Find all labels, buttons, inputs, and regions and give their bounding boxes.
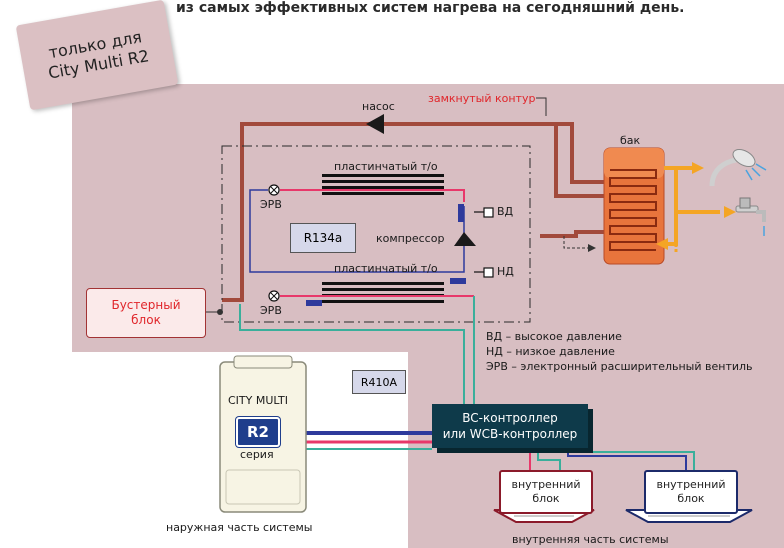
nd-label: НД [497, 265, 514, 278]
booster-boundary [221, 145, 531, 323]
legend-vd: ВД – высокое давление [486, 330, 622, 343]
water-loop [222, 122, 606, 302]
erv-valve-top [268, 184, 280, 196]
r2-label: R2 [247, 423, 269, 441]
plate-hx-bottom-label: пластинчатый т/о [334, 262, 438, 275]
r134a-label: R134a [303, 231, 343, 245]
pressure-sensor-nd [474, 267, 494, 278]
outdoor-brand: CITY MULTI [228, 394, 288, 407]
pump-arrow [366, 114, 384, 134]
indoor-caption: внутренняя часть системы [512, 533, 669, 546]
r134a-box: R134a [290, 223, 356, 253]
indoor-pipes [529, 448, 695, 470]
tank-label: бак [620, 134, 641, 147]
header-text: из самых эффективных систем нагрева на с… [176, 0, 685, 16]
tap-icon [735, 197, 766, 236]
indoor-2-line-1: внутренний [656, 478, 726, 491]
teal-line-booster [239, 304, 465, 404]
booster-block: Бустерный блок [86, 288, 206, 338]
r410a-box: R410A [352, 370, 406, 394]
small-arrow-icon [563, 236, 596, 252]
closed-loop-pointer [536, 97, 547, 116]
r2-badge: R2 [236, 417, 280, 447]
erv-valve-bottom [268, 290, 280, 302]
indoor-1-line-1: внутренний [511, 478, 581, 491]
vd-label: ВД [497, 205, 514, 218]
outdoor-caption: наружная часть системы [166, 521, 313, 534]
plate-hx-top-label: пластинчатый т/о [334, 160, 438, 173]
controller-line-1: BC-контроллер [462, 411, 558, 425]
pressure-sensor-vd [474, 207, 494, 218]
compressor-icon [464, 232, 476, 246]
legend-nd: НД – низкое давление [486, 345, 615, 358]
booster-line-2: блок [131, 313, 161, 327]
indoor-unit-2: внутренний блок [644, 470, 738, 514]
indoor-1-line-2: блок [532, 492, 560, 505]
erv-bottom-label: ЭРВ [260, 304, 282, 317]
inner-refrigerant-circuit [249, 189, 474, 297]
controller-line-2: или WCB-контроллер [442, 427, 578, 441]
booster-line-1: Бустерный [111, 298, 181, 312]
legend-erv: ЭРВ – электронный расширительный вентиль [486, 360, 753, 373]
outdoor-series: серия [240, 448, 274, 461]
indoor-unit-1: внутренний блок [499, 470, 593, 514]
erv-top-label: ЭРВ [260, 198, 282, 211]
tank-icon [603, 147, 665, 265]
shower-icon [709, 148, 767, 187]
r410a-label: R410A [360, 375, 398, 389]
compressor-label: компрессор [376, 232, 445, 245]
bc-controller: BC-контроллер или WCB-контроллер [432, 404, 588, 448]
indoor-2-line-2: блок [677, 492, 705, 505]
pump-label: насос [362, 100, 395, 113]
closed-loop-label: замкнутый контур [428, 92, 536, 105]
plate-hx-top [322, 174, 444, 195]
